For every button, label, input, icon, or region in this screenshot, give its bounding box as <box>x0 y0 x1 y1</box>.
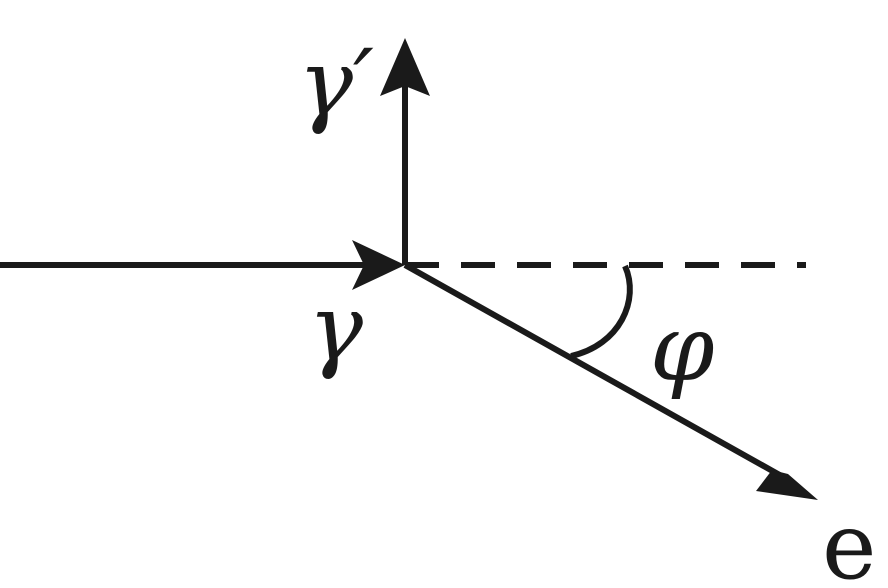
scattered-photon-label: γ′ <box>298 30 374 137</box>
electron-arrowhead <box>756 470 818 500</box>
incident-photon-label: γ <box>308 275 364 382</box>
angle-label: φ <box>650 295 715 402</box>
electron-label: e <box>822 493 876 588</box>
angle-arc <box>570 264 633 359</box>
scattered-photon-arrowhead <box>380 38 430 96</box>
incident-photon-arrowhead <box>352 240 405 290</box>
electron-line <box>403 262 787 481</box>
